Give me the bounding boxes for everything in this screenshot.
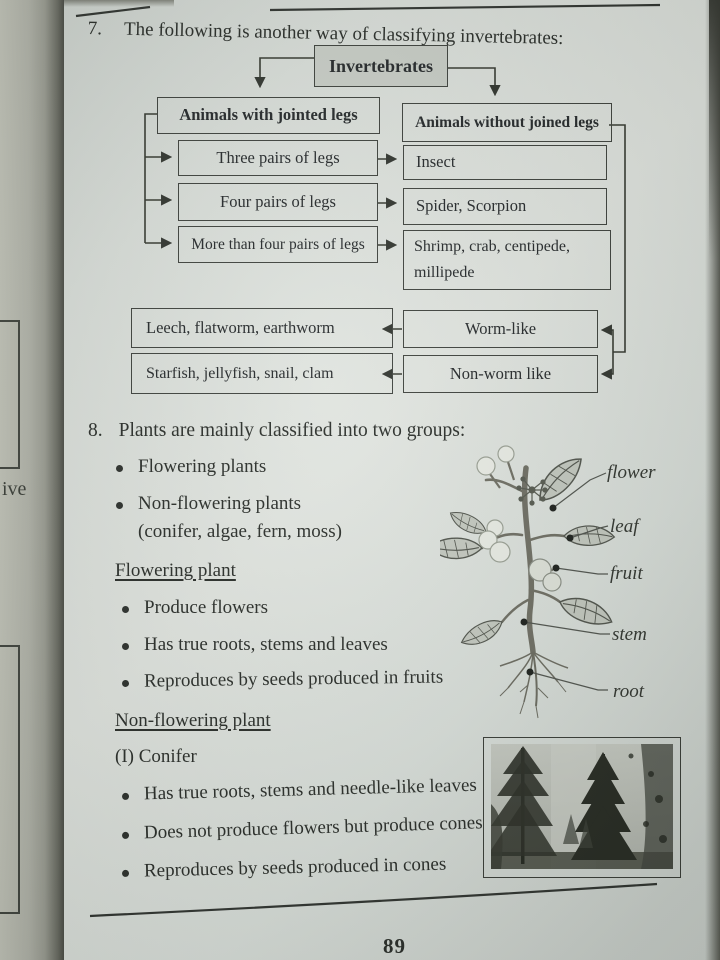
conifer-photo-frame [483,737,681,878]
flowchart-box-more-pairs: More than four pairs of legs [178,226,378,263]
plant-label-stem: stem [612,624,647,645]
page-number: 89 [383,934,406,958]
flowchart-box-four-pairs: Four pairs of legs [178,183,378,221]
left-bracket-line [144,113,157,243]
bottom-rule [89,882,658,918]
plant-fruits [528,558,562,592]
left-conifer-tree [491,746,557,864]
bullet-text: Reproduces by seeds produced in fruits [143,666,444,692]
arrow-root-to-left [254,57,314,89]
bullet-dot [122,605,129,613]
group-bullet-nonflowering: Non-flowering plants [116,493,301,515]
question-8-text: Plants are mainly classified into two gr… [118,420,466,441]
page-top-right-edge-shadow [709,0,720,260]
background-foliage [491,744,673,869]
conifer-photo [491,744,673,869]
bullet-dot [121,679,130,687]
group-note: (conifer, algae, fern, moss) [138,521,342,542]
arrow-root-to-right [446,67,501,97]
flowchart-right-header-box: Animals without joined legs [402,103,612,142]
question-8: 8. Plants are mainly classified into two… [88,420,465,442]
adjacent-partial-box [0,320,20,469]
flowchart-box-wormlike: Worm-like [403,310,598,348]
plant-label-lines [523,472,610,691]
flowering-bullet-1: Produce flowers [122,597,268,619]
plant-label-leaf: leaf [610,516,639,537]
bullet-dot [121,869,130,877]
bullet-dot [121,792,130,800]
right-bracket-line [609,124,626,353]
flowchart-arrow-lines [144,57,626,380]
bullet-dot [122,642,129,650]
flowering-plant-heading: Flowering plant [115,560,236,581]
bullet-text: Non-flowering plants [138,493,302,514]
flowchart-box-nonwormlike: Non-worm like [403,355,598,393]
arrow-to-nonwormlike [600,352,614,380]
flowchart-box-starfish: Starfish, jellyfish, snail, clam [131,353,393,394]
flowchart-box-shrimp-crab: Shrimp, crab, centipede, millipede [403,230,611,290]
plant-flowers [476,445,548,563]
top-rule-left [75,5,151,18]
flowchart-box-spider-scorpion: Spider, Scorpion [403,188,607,225]
flowchart-left-header-box: Animals with jointed legs [157,97,380,134]
plant-label-root: root [613,681,644,702]
bullet-dot [116,501,123,509]
plant-label-fruit: fruit [610,563,643,584]
adjacent-page-strip: ive [0,0,64,960]
flowchart-box-leech: Leech, flatworm, earthworm [131,308,393,348]
arrow-to-wormlike [600,324,614,352]
flowchart-box-insect: Insect [403,145,607,180]
page-rule-lines [75,3,661,918]
adjacent-partial-box [0,645,20,914]
nonflowering-plant-heading: Non-flowering plant [115,710,271,731]
flowchart-box-three-pairs: Three pairs of legs [178,140,378,176]
page-top-edge-shadow [64,0,174,7]
group-bullet-flowering: Flowering plants [116,456,266,478]
question-7-number: 7. [87,18,103,40]
flowering-bullet-3: Reproduces by seeds produced in fruits [121,666,444,693]
bullet-text: Produce flowers [144,597,268,618]
conifer-subheading: (I) Conifer [115,746,197,767]
bullet-text: Has true roots, stems and leaves [144,634,388,655]
flowchart-root-box: Invertebrates [314,45,448,87]
plant-illustration [440,445,617,719]
bullet-text: Flowering plants [138,456,267,477]
flowering-bullet-2: Has true roots, stems and leaves [122,634,388,656]
plant-label-flower: flower [607,462,656,483]
bullet-dot [121,831,130,839]
plant-label-dots [520,504,574,676]
bullet-dot [116,464,123,472]
question-8-number: 8. [88,420,103,441]
top-rule-right [269,3,661,12]
adjacent-text-fragment: ive [2,478,27,500]
plant-roots [499,651,569,719]
